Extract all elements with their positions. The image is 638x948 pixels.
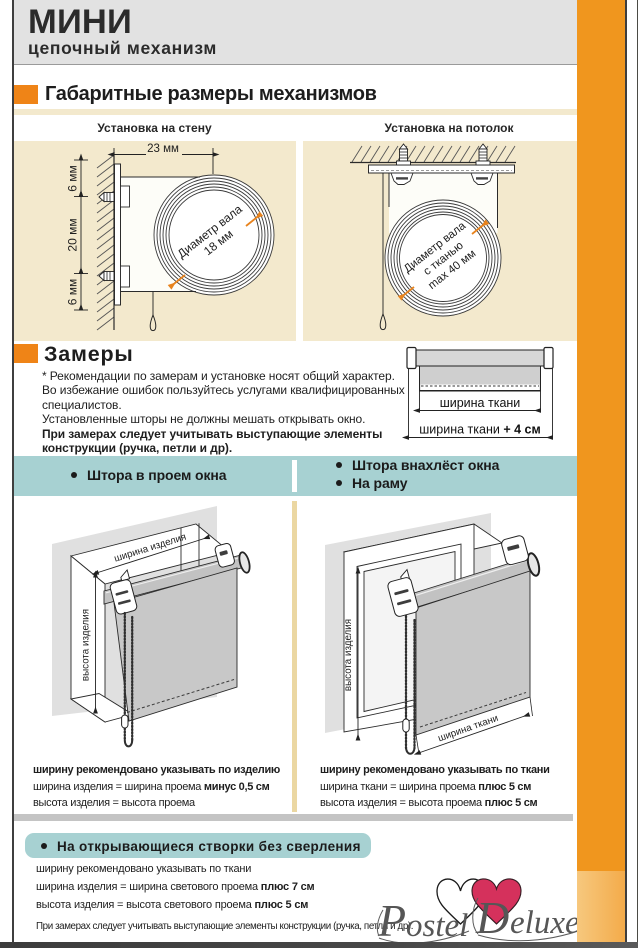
svg-text:23 мм: 23 мм (147, 143, 179, 155)
svg-text:P: P (377, 895, 406, 946)
svg-text:eluxe: eluxe (510, 905, 580, 941)
svg-text:высота изделия: высота изделия (343, 619, 354, 691)
svg-text:6 мм: 6 мм (66, 165, 80, 192)
svg-text:ширина ткани: ширина ткани (440, 396, 521, 410)
svg-text:6 мм: 6 мм (66, 279, 80, 306)
svg-text:высота изделия: высота изделия (81, 609, 92, 681)
svg-text:ostel: ostel (406, 908, 468, 944)
svg-text:D: D (475, 892, 509, 943)
svg-text:20 мм: 20 мм (66, 218, 80, 251)
svg-text:ширина ткани + 4 см: ширина ткани + 4 см (419, 423, 540, 437)
